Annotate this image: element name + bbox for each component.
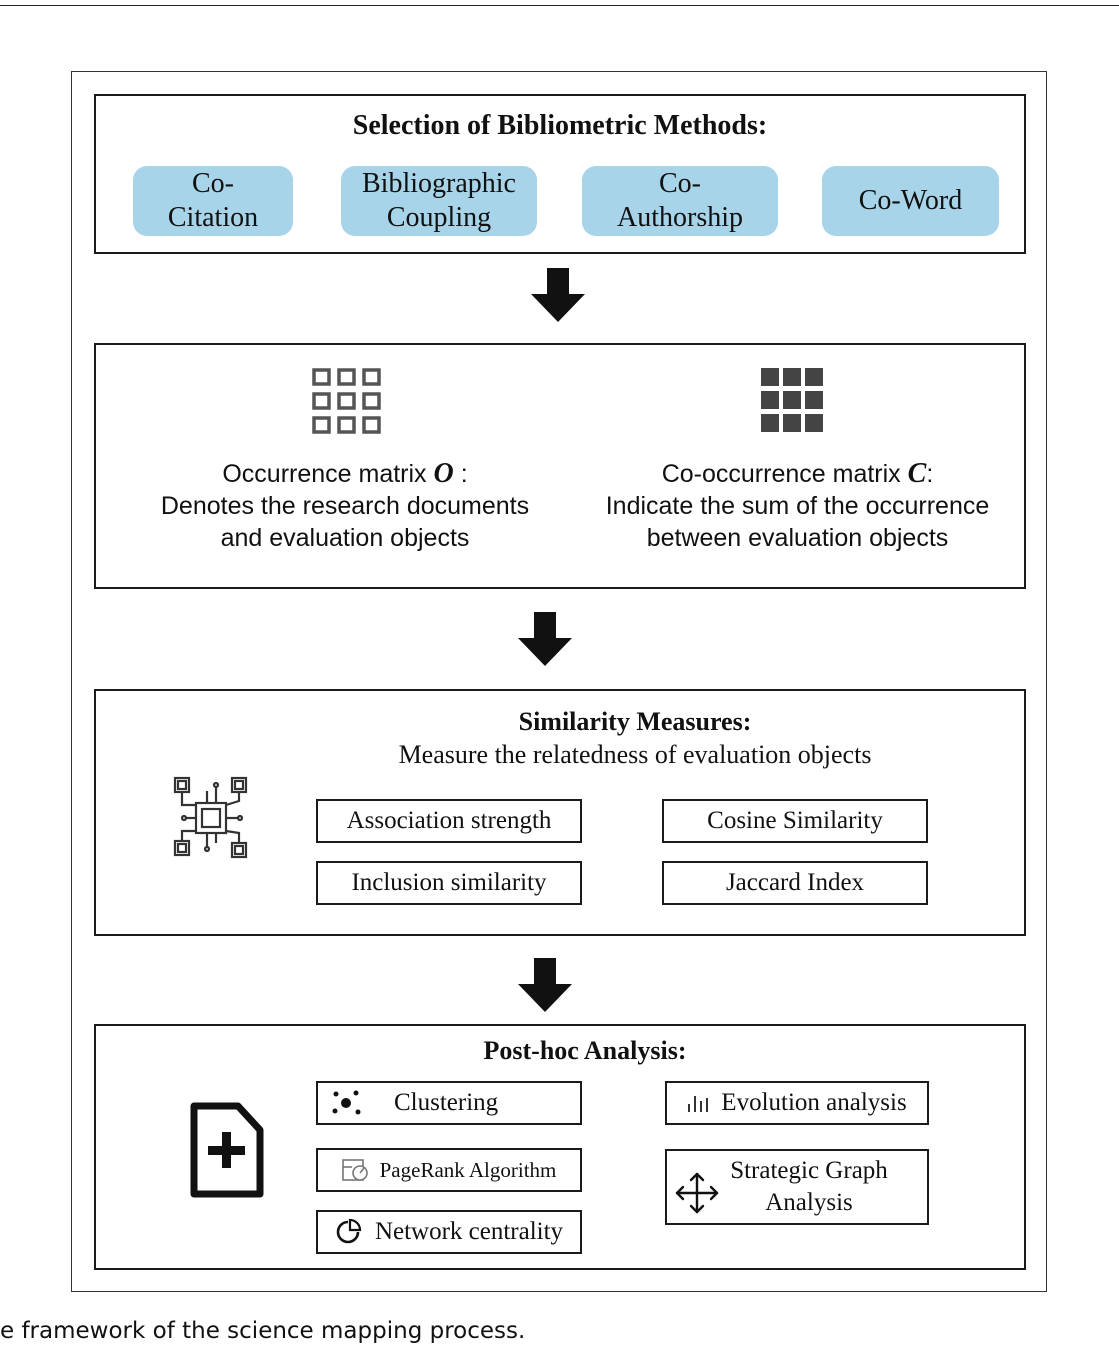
cluster-dots-icon <box>332 1090 361 1115</box>
inclusion-similarity-box: Inclusion similarity <box>316 861 582 905</box>
similarity-subtitle: Measure the relatedness of evaluation ob… <box>398 740 872 769</box>
occurrence-label: Occurrence matrix <box>222 460 427 488</box>
cooccurrence-line2: Indicate the sum of the occurrence <box>605 492 990 520</box>
methods-title: Selection of Bibliometric Methods: <box>352 110 768 141</box>
posthoc-title: Post-hoc Analysis: <box>483 1036 687 1065</box>
method-pill-co-citation: Co- Citation <box>133 166 293 236</box>
document-plus-icon <box>190 1102 264 1198</box>
method-pill-co-word: Co-Word <box>822 166 999 236</box>
posthoc-panel <box>94 1024 1026 1270</box>
similarity-panel <box>94 689 1026 936</box>
filled-grid-icon <box>761 368 823 432</box>
strategic-graph-box: Strategic Graph Analysis <box>665 1149 929 1225</box>
method-pill-co-authorship: Co- Authorship <box>582 166 778 236</box>
strategic-graph-text: Strategic Graph Analysis <box>730 1155 888 1219</box>
method-pill-line2: Coupling <box>386 202 492 233</box>
cooccurrence-line3: between evaluation objects <box>646 524 949 552</box>
jaccard-index-box: Jaccard Index <box>662 861 928 905</box>
pagerank-label: PageRank Algorithm <box>379 1157 557 1182</box>
method-pill-bibliographic-coupling: Bibliographic Coupling <box>341 166 537 236</box>
evolution-analysis-label: Evolution analysis <box>721 1089 907 1116</box>
method-pill-line2: Authorship <box>617 202 743 233</box>
method-pill-line1: Co- <box>192 168 234 199</box>
pie-chart-icon <box>336 1218 362 1244</box>
method-pill-line1: Bibliographic <box>362 168 516 199</box>
clustering-label: Clustering <box>394 1089 499 1116</box>
cooccurrence-suffix: : <box>926 460 934 488</box>
method-pill-line2: Citation <box>167 202 259 233</box>
strategic-graph-line2: Analysis <box>765 1189 853 1216</box>
evolution-analysis-box: Evolution analysis <box>665 1081 929 1125</box>
cosine-similarity-box: Cosine Similarity <box>662 799 928 843</box>
down-arrow-icon <box>531 268 585 322</box>
top-rule <box>0 5 1119 6</box>
matrices-panel <box>94 343 1026 589</box>
method-pill-line1: Co-Word <box>858 185 963 216</box>
cooccurrence-symbol: C <box>907 458 927 489</box>
strategic-graph-line1: Strategic Graph <box>730 1157 888 1184</box>
cooccurrence-matrix-text: Co-occurrence matrix C: Indicate the sum… <box>575 458 1020 554</box>
occurrence-matrix-text: Occurrence matrix O : Denotes the resear… <box>120 458 570 554</box>
cooccurrence-line1: Co-occurrence matrix C: <box>575 458 1020 490</box>
move-arrows-icon <box>675 1172 719 1214</box>
pagerank-box: PageRank Algorithm <box>316 1148 582 1192</box>
circuit-chip-icon <box>173 776 248 859</box>
occurrence-line2: Denotes the research documents <box>160 492 530 520</box>
cooccurrence-label: Co-occurrence matrix <box>661 460 901 488</box>
occurrence-line3: and evaluation objects <box>220 524 470 552</box>
figure-caption: e framework of the science mapping proce… <box>0 1318 526 1344</box>
occurrence-suffix: : <box>453 460 468 488</box>
empty-grid-icon <box>312 368 381 434</box>
figure-frame <box>71 71 1047 1292</box>
association-strength-box: Association strength <box>316 799 582 843</box>
method-pill-line1: Co- <box>659 168 701 199</box>
occurrence-line1: Occurrence matrix O : <box>120 458 570 490</box>
network-centrality-label: Network centrality <box>374 1218 564 1245</box>
down-arrow-icon <box>518 958 572 1012</box>
clustering-box: Clustering <box>316 1081 582 1125</box>
bar-chart-icon <box>688 1096 709 1112</box>
similarity-title: Similarity Measures: <box>518 707 752 736</box>
occurrence-symbol: O <box>433 458 454 489</box>
pagerank-icon <box>341 1159 368 1181</box>
network-centrality-box: Network centrality <box>316 1210 582 1254</box>
down-arrow-icon <box>518 612 572 666</box>
